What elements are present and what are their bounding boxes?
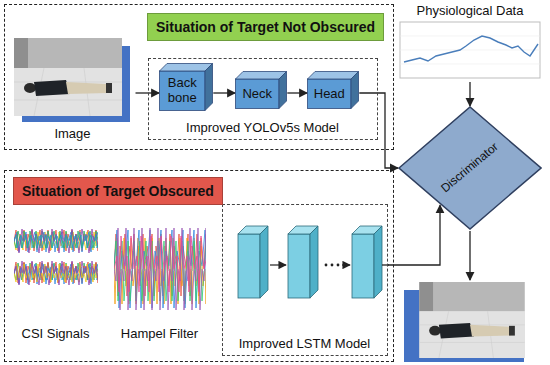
connector-arrow xyxy=(359,93,398,168)
node-label: Back bone xyxy=(159,71,205,111)
connector-arrow xyxy=(469,82,470,106)
input-photo xyxy=(14,38,130,122)
node-label: Improved YOLOv5s Model xyxy=(149,121,377,136)
block-side xyxy=(351,72,359,109)
connector-arrow xyxy=(213,92,235,93)
scenario-region: Situation of Target Not ObscuredImage Imp… xyxy=(4,4,394,150)
block-top xyxy=(308,72,359,80)
image-panel: CSI Signals xyxy=(10,220,102,346)
block-side xyxy=(205,64,213,111)
output-photo xyxy=(404,282,525,362)
network-block: Back bone xyxy=(159,63,213,111)
connector-arrow xyxy=(388,205,441,265)
block-face xyxy=(308,79,352,109)
block-side xyxy=(279,72,287,109)
connector-arrow xyxy=(287,92,307,93)
node-label: Head xyxy=(307,79,351,109)
image-panel: Hampel Filter xyxy=(110,220,210,346)
network-block: Neck xyxy=(235,71,287,109)
lstm-layers xyxy=(238,226,382,298)
csi-signal-plot xyxy=(14,258,98,288)
model-group: Improved LSTM Model xyxy=(222,204,388,356)
data-chart: Physiological Data xyxy=(398,2,542,82)
block-top xyxy=(236,72,287,80)
diamond-outline xyxy=(399,107,541,229)
csi-signal-plot xyxy=(14,226,98,256)
node-label: Improved LSTM Model xyxy=(223,337,387,352)
block-face xyxy=(160,71,206,111)
node-label: Hampel Filter xyxy=(110,327,210,342)
section-heading: Situation of Target Obscured xyxy=(13,177,223,205)
section-heading: Situation of Target Not Obscured xyxy=(147,13,384,41)
decision-diamond: Discriminator xyxy=(398,106,542,230)
filtered-signal-plot xyxy=(114,226,206,312)
model-group: Improved YOLOv5s Model Back bone Neck Head xyxy=(148,58,378,140)
output-arrow xyxy=(469,231,470,280)
node-label: Image xyxy=(10,127,136,142)
image-panel: Image xyxy=(10,34,136,146)
physiological-chart xyxy=(400,22,540,78)
scenario-region: Situation of Target ObscuredCSI Signals H… xyxy=(4,170,394,362)
lstm-arrows xyxy=(270,264,389,267)
block-top xyxy=(160,64,213,72)
block-face xyxy=(236,79,280,109)
network-block: Head xyxy=(307,71,359,109)
node-label: Physiological Data xyxy=(398,4,542,19)
node-label: CSI Signals xyxy=(10,327,102,342)
node-label: Neck xyxy=(235,79,279,109)
